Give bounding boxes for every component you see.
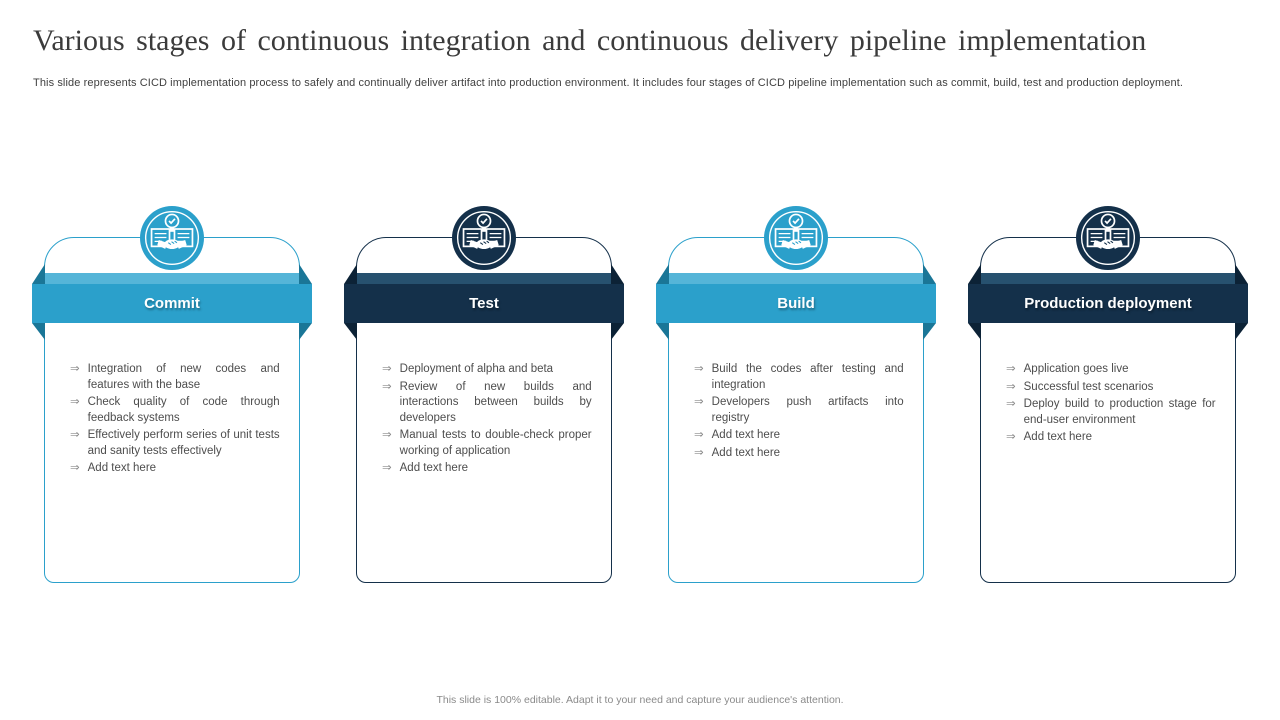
list-item: ⇒Manual tests to double-check proper wor… xyxy=(382,428,593,459)
arrow-bullet-icon: ⇒ xyxy=(694,396,704,408)
stage-ribbon: Production deployment xyxy=(968,238,1248,341)
ribbon-fold xyxy=(656,264,669,284)
ribbon-fold xyxy=(968,323,981,340)
stage-icon-badge xyxy=(764,206,828,270)
ribbon-fold xyxy=(656,323,669,340)
stage-header: Build xyxy=(656,284,936,323)
list-item: ⇒Add text here xyxy=(382,461,593,477)
arrow-bullet-icon: ⇒ xyxy=(382,429,392,441)
stage-card-build: Build ⇒Build the codes after testing and… xyxy=(656,206,936,583)
ribbon-highlight xyxy=(981,273,1235,285)
list-item: ⇒Effectively perform series of unit test… xyxy=(70,428,281,459)
list-item: ⇒Add text here xyxy=(694,428,905,444)
ribbon-fold xyxy=(32,264,45,284)
page-title: Various stages of continuous integration… xyxy=(33,24,1147,57)
document-handshake-check-icon xyxy=(768,210,824,266)
stage-card-test: Test ⇒Deployment of alpha and beta ⇒Revi… xyxy=(344,206,624,583)
arrow-bullet-icon: ⇒ xyxy=(1006,380,1016,393)
ribbon-highlight xyxy=(669,273,923,285)
stage-bullet-list: ⇒Application goes live ⇒Successful test … xyxy=(1006,362,1217,448)
ribbon-fold xyxy=(344,323,357,340)
footer-note: This slide is 100% editable. Adapt it to… xyxy=(436,694,844,706)
arrow-bullet-icon: ⇒ xyxy=(70,363,80,375)
ribbon-fold xyxy=(611,323,624,340)
stage-ribbon: Test xyxy=(344,238,624,341)
arrow-bullet-icon: ⇒ xyxy=(70,462,80,474)
ribbon-fold xyxy=(299,323,312,340)
list-item: ⇒Integration of new codes and features w… xyxy=(70,362,281,393)
ribbon-highlight xyxy=(45,273,299,285)
stage-bullet-list: ⇒Build the codes after testing and integ… xyxy=(694,362,905,463)
stage-ribbon: Commit xyxy=(32,238,312,341)
document-handshake-check-icon xyxy=(456,210,512,266)
stage-header: Commit xyxy=(32,284,312,323)
list-item: ⇒Add text here xyxy=(694,446,905,462)
list-item: ⇒Application goes live xyxy=(1006,362,1217,378)
list-item: ⇒Developers push artifacts into registry xyxy=(694,395,905,426)
ribbon-fold xyxy=(1235,264,1248,284)
list-item: ⇒Deployment of alpha and beta xyxy=(382,362,593,378)
arrow-bullet-icon: ⇒ xyxy=(1006,398,1016,410)
ribbon-fold xyxy=(344,264,357,284)
arrow-bullet-icon: ⇒ xyxy=(1006,431,1016,443)
ribbon-fold xyxy=(923,323,936,340)
arrow-bullet-icon: ⇒ xyxy=(382,363,392,375)
arrow-bullet-icon: ⇒ xyxy=(694,363,704,375)
stage-header: Test xyxy=(344,284,624,323)
arrow-bullet-icon: ⇒ xyxy=(70,429,80,441)
list-item: ⇒Build the codes after testing and integ… xyxy=(694,362,905,393)
ribbon-fold xyxy=(1235,323,1248,340)
stage-icon-badge xyxy=(140,206,204,270)
list-item: ⇒Successful test scenarios xyxy=(1006,380,1217,396)
arrow-bullet-icon: ⇒ xyxy=(382,462,392,474)
arrow-bullet-icon: ⇒ xyxy=(694,429,704,441)
stage-bullet-list: ⇒Integration of new codes and features w… xyxy=(70,362,281,479)
stage-header: Production deployment xyxy=(968,284,1248,323)
document-handshake-check-icon xyxy=(144,210,200,266)
stage-card-commit: Commit ⇒Integration of new codes and fea… xyxy=(32,206,312,583)
arrow-bullet-icon: ⇒ xyxy=(694,446,704,459)
list-item: ⇒Check quality of code through feedback … xyxy=(70,395,281,426)
ribbon-highlight xyxy=(357,273,611,285)
list-item: ⇒Review of new builds and interactions b… xyxy=(382,380,593,427)
ribbon-fold xyxy=(299,264,312,284)
arrow-bullet-icon: ⇒ xyxy=(70,396,80,408)
stage-icon-badge xyxy=(452,206,516,270)
list-item: ⇒Add text here xyxy=(1006,430,1217,446)
document-handshake-check-icon xyxy=(1080,210,1136,266)
list-item: ⇒Add text here xyxy=(70,461,281,477)
ribbon-fold xyxy=(923,264,936,284)
arrow-bullet-icon: ⇒ xyxy=(1006,363,1016,375)
stage-icon-badge xyxy=(1076,206,1140,270)
ribbon-fold xyxy=(32,323,45,340)
ribbon-fold xyxy=(611,264,624,284)
ribbon-fold xyxy=(968,264,981,284)
stage-card-production-deployment: Production deployment ⇒Application goes … xyxy=(968,206,1248,583)
stage-bullet-list: ⇒Deployment of alpha and beta ⇒Review of… xyxy=(382,362,593,479)
arrow-bullet-icon: ⇒ xyxy=(382,380,392,393)
list-item: ⇒Deploy build to production stage for en… xyxy=(1006,397,1217,428)
slide-subtitle: This slide represents CICD implementatio… xyxy=(33,77,1184,89)
